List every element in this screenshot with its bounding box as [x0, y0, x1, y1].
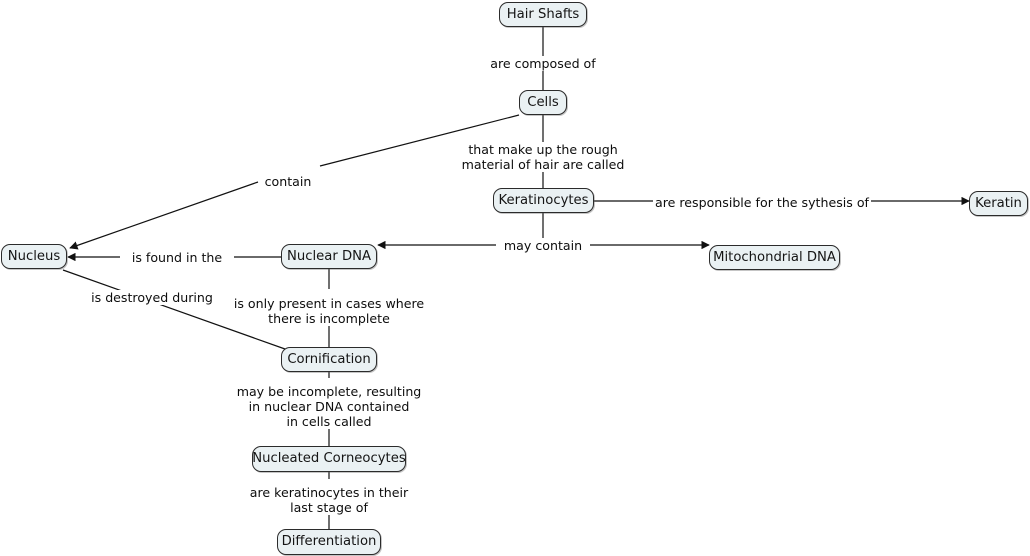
edge-label-may-be-incomplete: may be incomplete, resulting in nuclear …: [234, 384, 424, 429]
node-differentiation[interactable]: Differentiation: [277, 529, 381, 555]
node-hair-shafts[interactable]: Hair Shafts: [499, 2, 587, 27]
node-nuclear-dna[interactable]: Nuclear DNA: [281, 244, 377, 269]
node-label: Nucleated Corneocytes: [252, 451, 406, 467]
node-nucleated-corneocytes[interactable]: Nucleated Corneocytes: [252, 446, 406, 472]
node-cornification[interactable]: Cornification: [281, 347, 377, 372]
node-cells[interactable]: Cells: [519, 90, 567, 115]
edge-label-destroyed-during: is destroyed during: [89, 290, 215, 305]
node-label: Nucleus: [7, 248, 61, 264]
node-keratinocytes[interactable]: Keratinocytes: [493, 188, 594, 213]
edge-label-contain: contain: [262, 174, 314, 189]
edge-label-synthesis-of: are responsible for the sythesis of: [652, 195, 872, 210]
node-label: Differentiation: [281, 534, 377, 550]
edge-cells-nucleus-upper: [319, 114, 520, 167]
node-keratin[interactable]: Keratin: [969, 191, 1028, 216]
node-label: Hair Shafts: [506, 6, 580, 22]
edge-nucleus-cornification: [62, 269, 286, 350]
node-mitochondrial-dna[interactable]: Mitochondrial DNA: [709, 245, 840, 270]
node-nucleus[interactable]: Nucleus: [1, 244, 67, 269]
node-label: Nuclear DNA: [287, 248, 371, 264]
edge-label-composed-of: are composed of: [488, 56, 598, 71]
edge-label-last-stage-of: are keratinocytes in their last stage of: [247, 485, 411, 515]
edge-label-rough-material: that make up the rough material of hair …: [459, 142, 627, 172]
node-label: Cells: [527, 94, 559, 110]
node-label: Cornification: [287, 351, 371, 367]
edge-cells-nucleus-lower: [69, 181, 259, 250]
node-label: Keratin: [975, 195, 1022, 211]
edge-label-may-contain: may contain: [501, 238, 585, 253]
edge-label-found-in-the: is found in the: [129, 250, 225, 265]
node-label: Keratinocytes: [498, 192, 589, 208]
node-label: Mitochondrial DNA: [713, 249, 836, 265]
edge-label-only-present: is only present in cases where there is …: [231, 296, 427, 326]
